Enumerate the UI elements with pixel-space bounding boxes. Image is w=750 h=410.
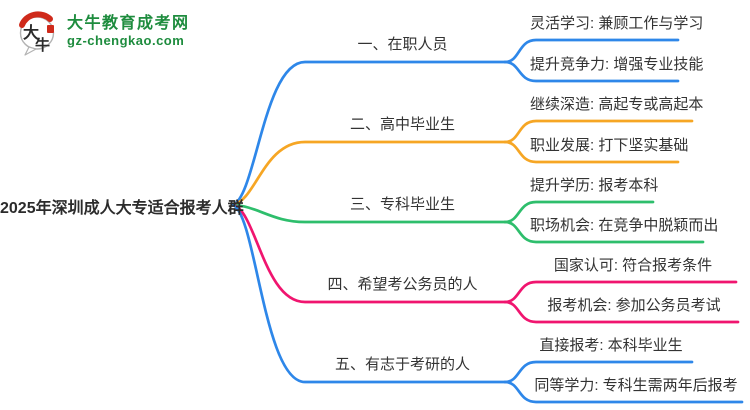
- branch-3-line: [231, 203, 507, 224]
- branch-4-label: 四、希望考公务员的人: [327, 276, 478, 293]
- branch-2-child-2-line: [503, 140, 680, 164]
- branch-1-child-2-line: [503, 60, 680, 83]
- logo-domain: gz-chengkao.com: [67, 32, 185, 48]
- root-topic: 2025年深圳成人大专适合报考人群: [0, 200, 244, 217]
- branch-2-line: [231, 140, 507, 207]
- site-logo: 大 牛 大牛教育成考网 gz-chengkao.com: [16, 8, 190, 56]
- branch-3-child-2: 职场机会: 在竞争中脱颖而出: [530, 217, 719, 234]
- icon-char-da: 大: [23, 23, 39, 42]
- branch-3-child-1: 提升学历: 报考本科: [530, 177, 659, 194]
- branch-4-child-2-line: [503, 300, 740, 324]
- daniu-bubble-icon: 大 牛: [19, 11, 55, 56]
- red-seal-icon: [47, 25, 54, 33]
- branch-1-child-2: 提升竞争力: 增强专业技能: [530, 56, 704, 73]
- branch-5-line: [231, 203, 507, 384]
- branch-5-label: 五、有志于考研的人: [334, 356, 470, 373]
- icon-char-niu: 牛: [35, 36, 50, 54]
- branch-1-line: [231, 60, 507, 207]
- branch-1-child-1: 灵活学习: 兼顾工作与学习: [530, 15, 704, 32]
- branch-2-child-2: 职业发展: 打下坚实基础: [530, 137, 689, 154]
- branch-5-child-1: 直接报考: 本科毕业生: [539, 337, 683, 354]
- branch-2-child-1: 继续深造: 高起专或高起本: [530, 96, 704, 113]
- branch-5-child-2: 同等学力: 专科生需两年后报考: [534, 377, 738, 394]
- logo-title: 大牛教育成考网: [67, 15, 190, 33]
- branch-4-line: [231, 203, 507, 304]
- branch-4-child-1: 国家认可: 符合报考条件: [553, 257, 713, 274]
- branch-5-child-2-line: [503, 380, 744, 404]
- branch-1-label: 一、在职人员: [357, 36, 448, 53]
- branch-3-child-2-line: [503, 220, 705, 244]
- branch-2-label: 二、高中毕业生: [349, 116, 455, 133]
- branch-4-child-2: 报考机会: 参加公务员考试: [547, 297, 721, 314]
- branch-3-label: 三、专科毕业生: [349, 196, 455, 213]
